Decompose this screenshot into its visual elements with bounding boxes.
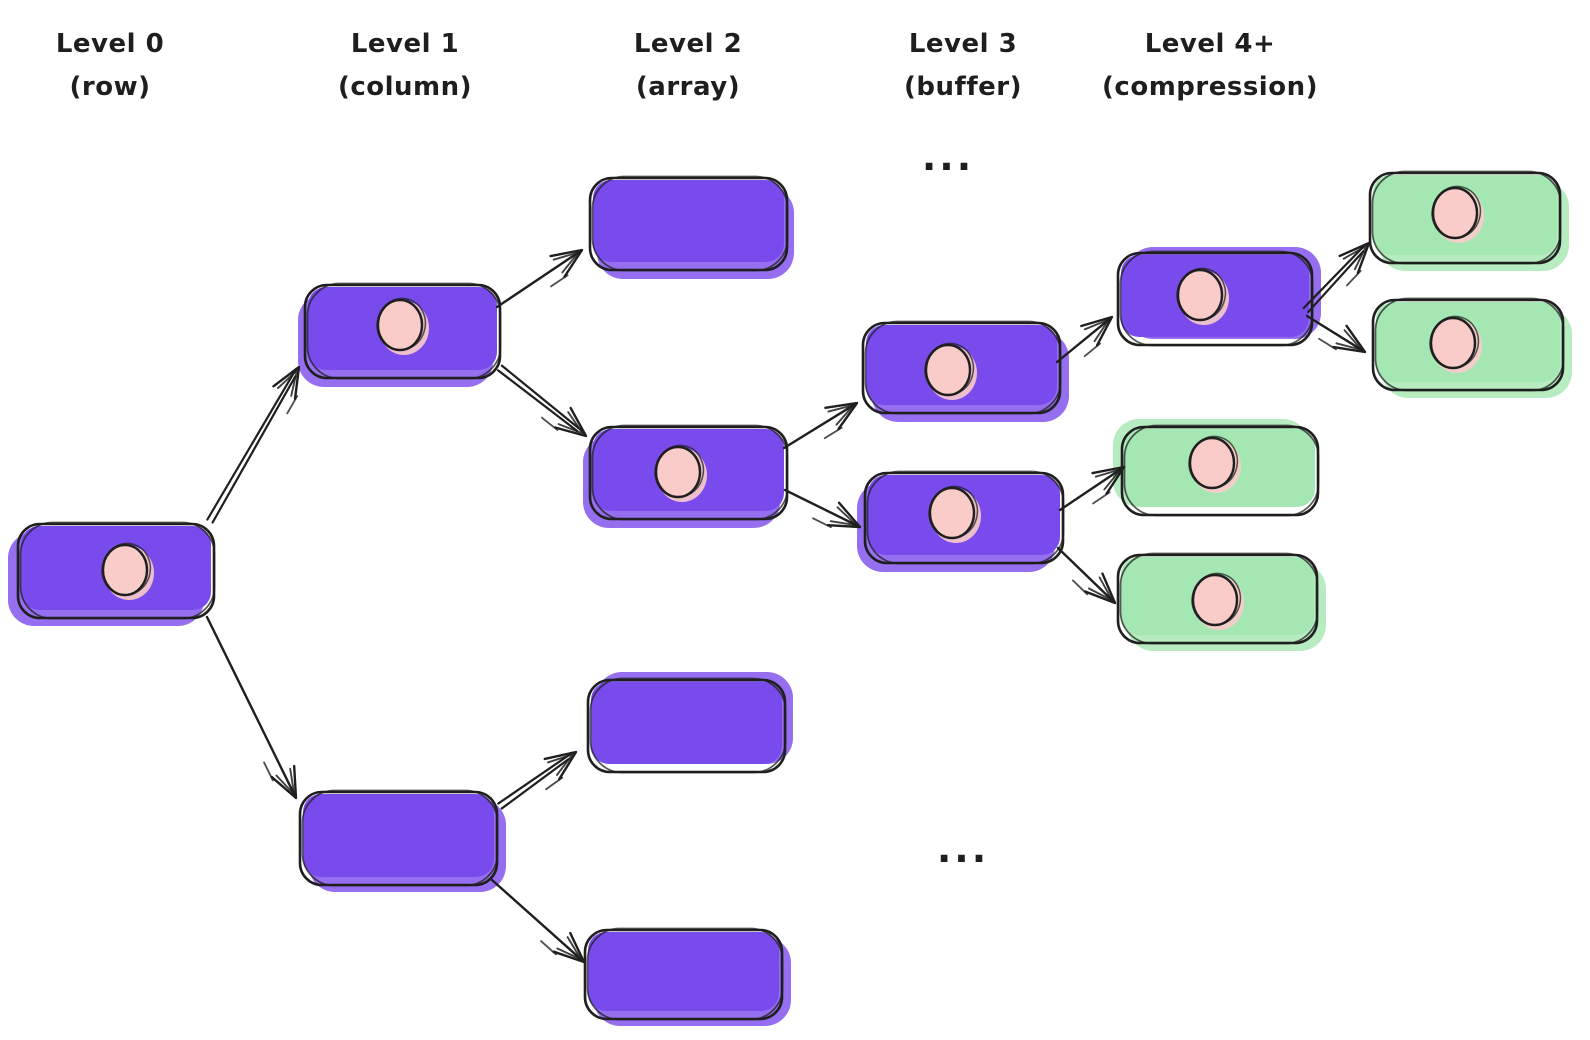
node-buffer-bottom	[857, 470, 1065, 572]
edge-compression-node--compression-leaf-2	[1305, 314, 1367, 354]
node-compression-leaf-4	[1116, 552, 1326, 651]
edge-row--column-bottom	[205, 615, 298, 800]
edge-column-bottom--array-lower	[497, 750, 578, 810]
edge-row--column-top	[206, 365, 301, 524]
edge-buffer-bottom--compression-leaf-3	[1058, 465, 1126, 512]
cell-dot	[928, 485, 981, 543]
edge-buffer-top--compression-node	[1055, 315, 1114, 364]
node-compression-leaf-1	[1368, 170, 1569, 271]
header-level-1-title: Level 1	[351, 29, 459, 59]
header-level-3-title: Level 3	[909, 29, 1017, 59]
header-level-0-subtitle: (row)	[70, 72, 151, 102]
node-column-bottom	[298, 789, 506, 892]
node-buffer-top	[861, 320, 1069, 422]
cell-dot	[924, 342, 977, 400]
header-level-4-subtitle: (compression)	[1102, 72, 1318, 102]
node-compression-leaf-3	[1113, 419, 1320, 517]
cell-dot	[1176, 267, 1229, 325]
node-compression-node	[1116, 247, 1321, 347]
node-array-lower	[586, 672, 793, 774]
edge-column-top--array-middle	[497, 364, 588, 438]
node-compression-leaf-2	[1371, 297, 1572, 398]
edge-column-bottom--array-bottom	[490, 878, 586, 964]
header-level-4-title: Level 4+	[1145, 29, 1276, 59]
node-array-top	[588, 175, 794, 279]
edge-compression-node--compression-leaf-1	[1302, 241, 1371, 314]
cell-dot	[1191, 572, 1244, 630]
ellipsis-bottom: ...	[937, 827, 989, 871]
edge-array-middle--buffer-top	[782, 401, 859, 450]
node-row	[8, 521, 216, 626]
cell-dot	[1188, 435, 1241, 493]
cell-dot	[376, 297, 429, 355]
node-column-top	[298, 282, 502, 387]
cell-dot	[654, 444, 707, 502]
node-array-middle	[583, 424, 789, 528]
header-level-0-title: Level 0	[56, 29, 164, 59]
cell-dot	[1429, 315, 1482, 373]
cell-dot	[101, 542, 154, 600]
node-array-bottom	[583, 927, 791, 1026]
header-level-1-subtitle: (column)	[338, 72, 472, 102]
header-level-3-subtitle: (buffer)	[904, 72, 1022, 102]
edge-buffer-bottom--compression-leaf-4	[1056, 546, 1117, 605]
edge-array-middle--buffer-bottom	[783, 488, 862, 529]
header-level-2-title: Level 2	[634, 29, 742, 59]
ellipsis-top: ...	[922, 135, 974, 179]
cell-dot	[1431, 185, 1484, 243]
column-headers: Level 0 (row) Level 1 (column) Level 2 (…	[56, 29, 1318, 102]
edge-column-top--array-top	[495, 248, 584, 309]
header-level-2-subtitle: (array)	[636, 72, 740, 102]
